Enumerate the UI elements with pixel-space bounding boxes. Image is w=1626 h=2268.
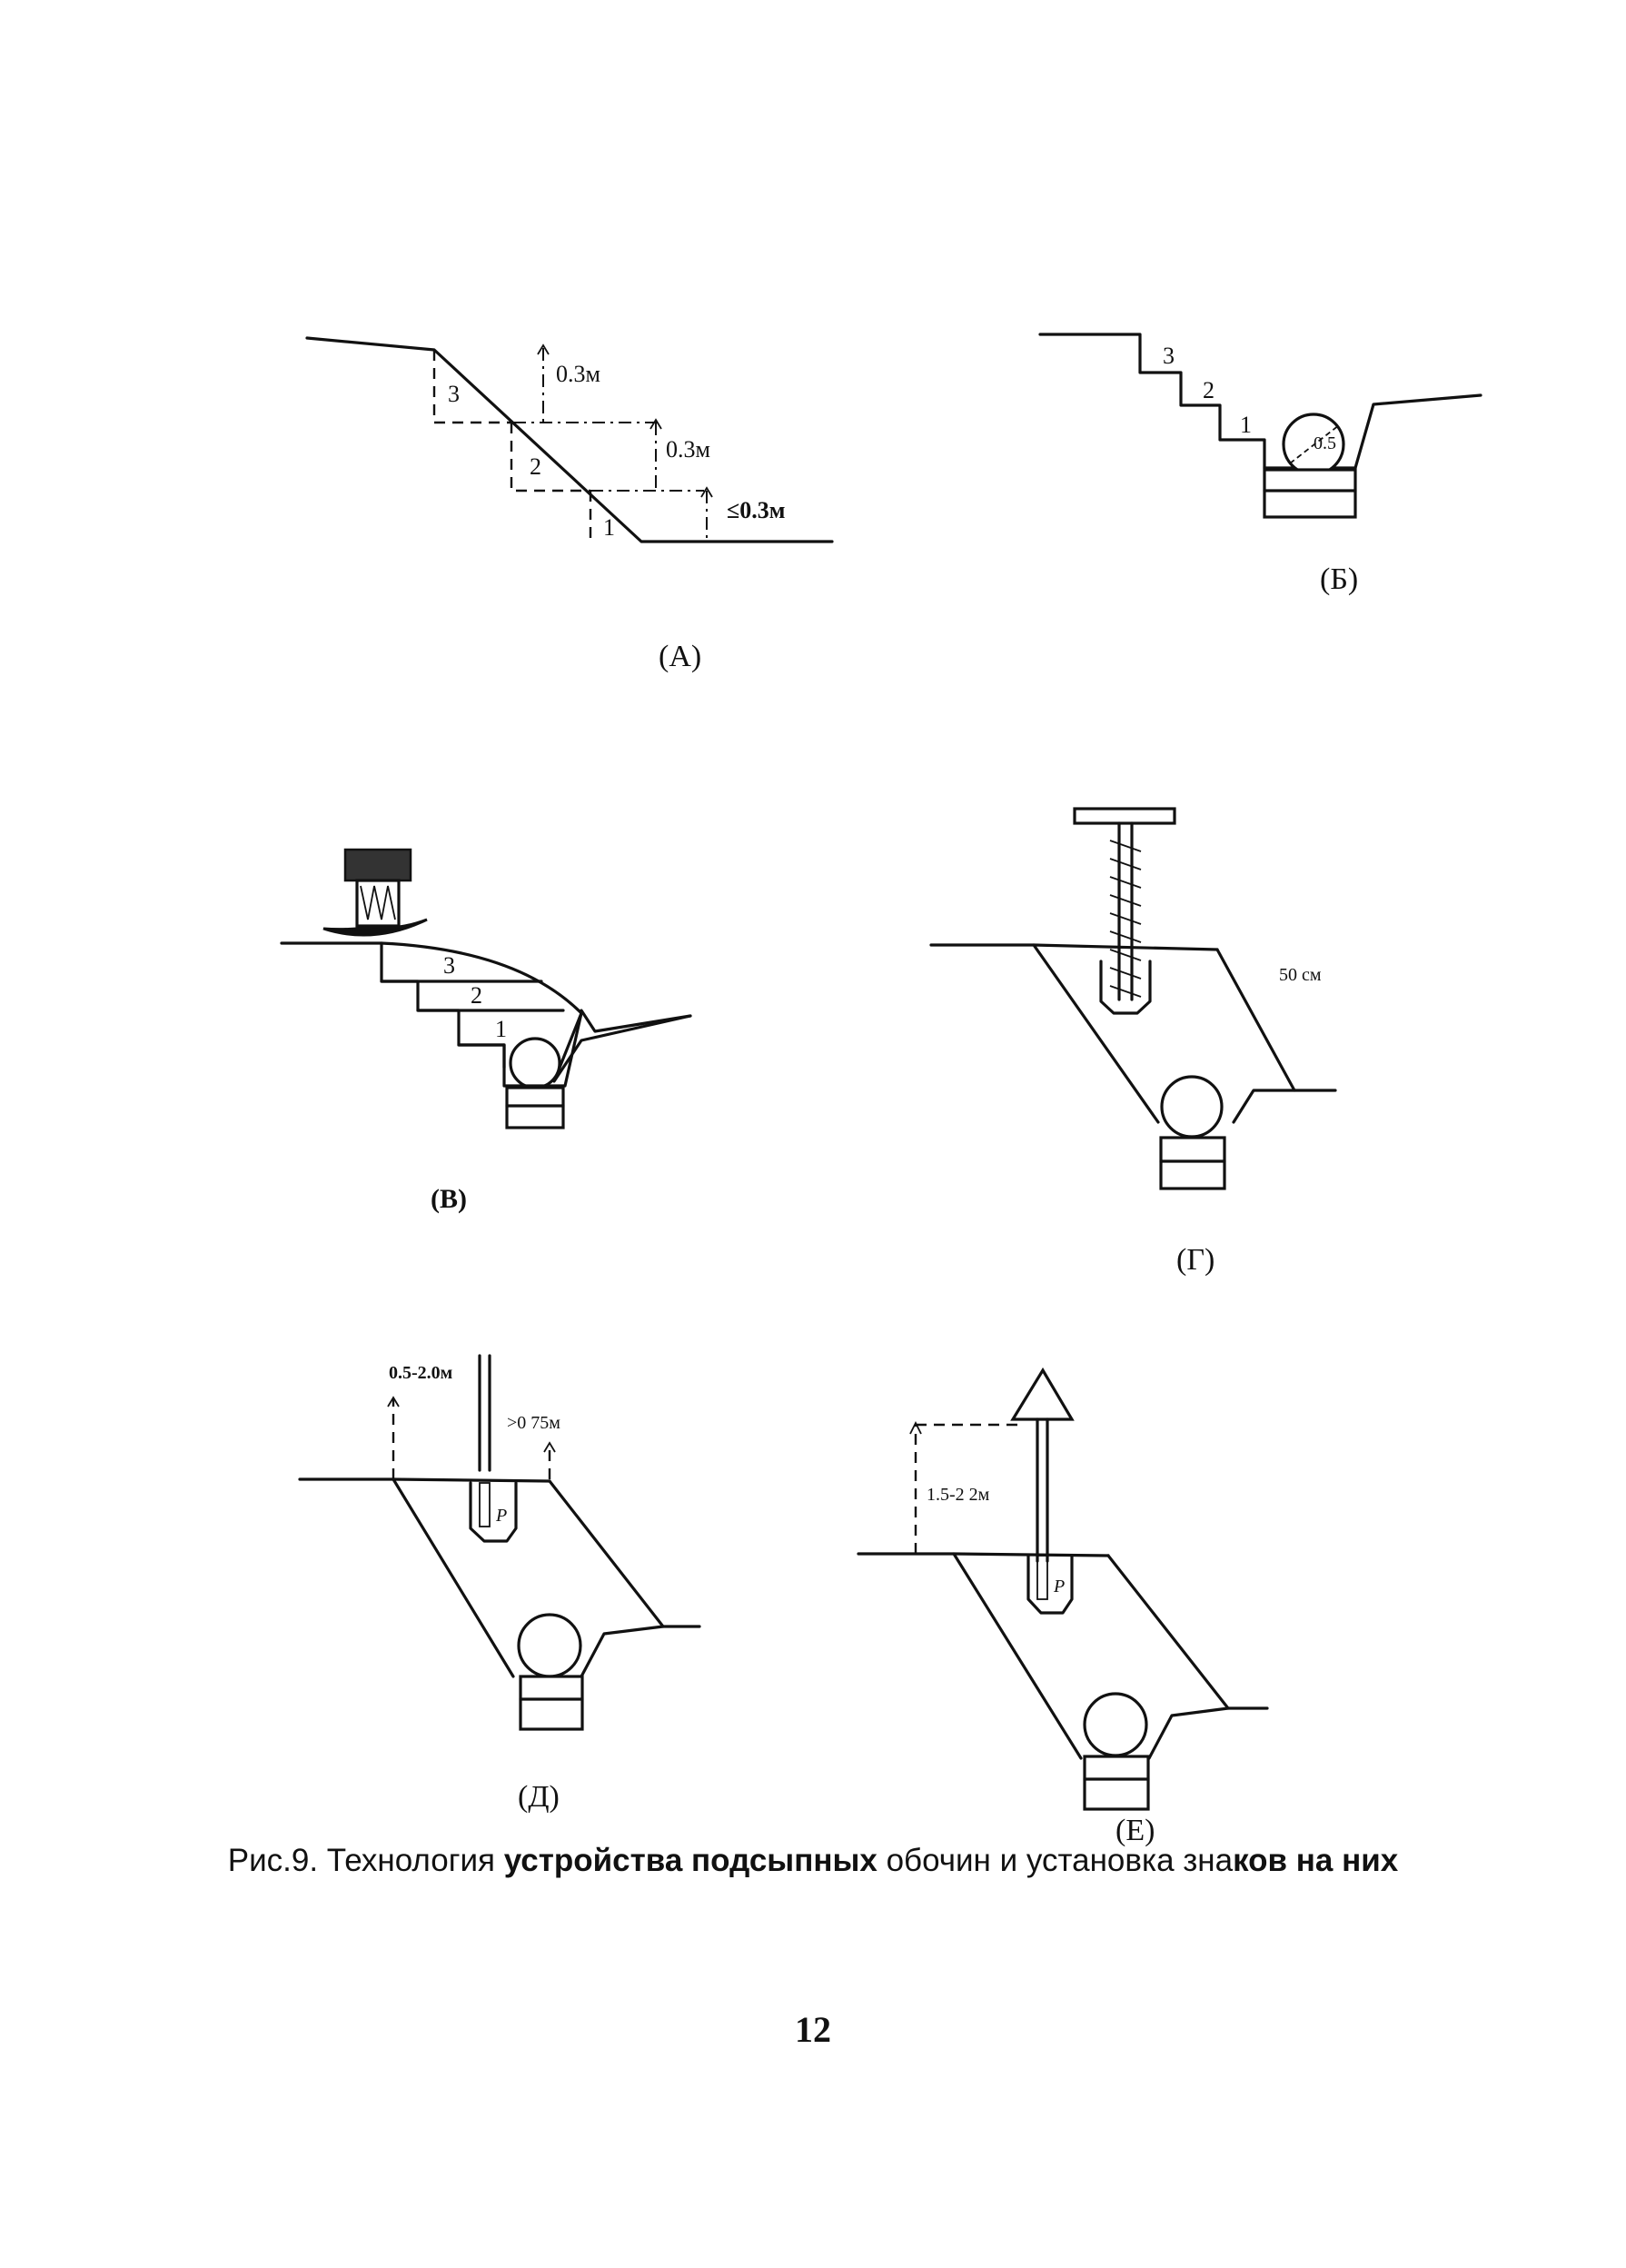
panel-a-dim-3: ≤0.3м [727, 497, 785, 523]
panel-v: 3 2 1 (В) [280, 848, 692, 1214]
panel-b-step-1: 1 [1240, 412, 1252, 438]
panel-d-mark: P [495, 1506, 507, 1526]
panel-e-mark: P [1053, 1577, 1065, 1597]
panel-a-dim-2: 0.3м [666, 436, 710, 463]
panel-g-label: (Г) [1176, 1243, 1215, 1277]
panel-a: 3 2 1 0.3м 0.3м ≤0.3м (А) [305, 336, 834, 673]
panel-v-step-1: 1 [495, 1016, 507, 1042]
caption-bold-2: ков на них [1233, 1843, 1399, 1878]
caption-mid: обочин и установка зна [877, 1843, 1234, 1878]
panel-a-label: (А) [659, 640, 701, 673]
panel-v-step-3: 3 [443, 952, 455, 979]
panel-b: 3 2 1 0.5 (Б) [1038, 333, 1482, 596]
panel-v-step-2: 2 [471, 982, 482, 1009]
panel-a-step-3: 3 [448, 381, 460, 407]
caption-prefix: Рис.9. Технология [227, 1843, 504, 1878]
panel-a-dim-1: 0.3м [556, 361, 600, 387]
panel-d-depth: >0 75м [507, 1413, 560, 1433]
panel-d: 0.5-2.0м >0 75м P (Д) [298, 1354, 701, 1814]
panel-a-step-1: 1 [603, 514, 615, 541]
panel-g: 50 см (Г) [929, 807, 1337, 1277]
panel-b-label: (Б) [1320, 562, 1358, 596]
panel-d-label: (Д) [518, 1780, 560, 1814]
panel-e: 1.5-2 2м P (Е) [857, 1367, 1269, 1847]
panel-d-offset: 0.5-2.0м [389, 1363, 452, 1383]
panel-b-pipe-dim: 0.5 [1314, 433, 1336, 453]
panel-e-height: 1.5-2 2м [927, 1485, 990, 1505]
panel-v-label: (В) [431, 1184, 467, 1214]
panel-b-step-2: 2 [1203, 377, 1215, 403]
panel-g-depth: 50 см [1279, 965, 1322, 985]
panel-e-label: (Е) [1115, 1814, 1155, 1847]
page-number: 12 [795, 2009, 831, 2050]
figure-caption: Рис.9. Технология устройства подсыпных о… [0, 1843, 1626, 1879]
panel-b-step-3: 3 [1163, 343, 1175, 369]
panel-a-step-2: 2 [530, 453, 541, 480]
caption-bold-1: устройства подсыпных [503, 1843, 877, 1878]
